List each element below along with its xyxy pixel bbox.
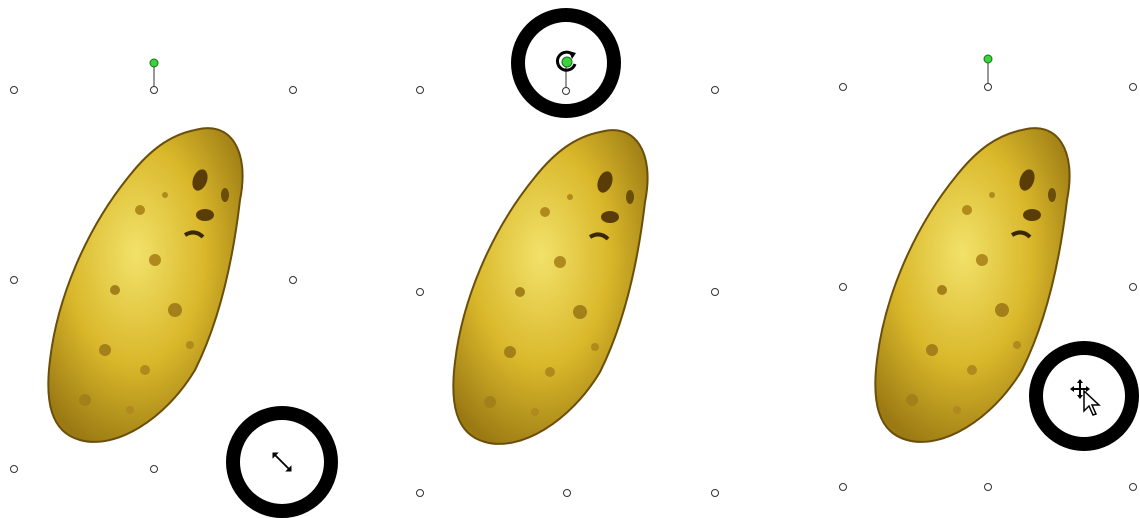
selection-handle-top-right[interactable]	[711, 86, 719, 94]
selection-handle-top[interactable]	[150, 86, 158, 94]
panel-resize	[0, 0, 380, 517]
rotation-stem	[154, 66, 155, 88]
potato-image[interactable]	[450, 122, 655, 452]
selection-handle-bottom-left[interactable]	[416, 489, 424, 497]
selection-handle-right[interactable]	[289, 276, 297, 284]
selection-handle-top-right[interactable]	[1129, 83, 1137, 91]
move-arrow-icon	[1068, 377, 1104, 417]
selection-handle-top-left[interactable]	[10, 86, 18, 94]
selection-handle-bottom[interactable]	[984, 483, 992, 491]
highlight-circle	[226, 406, 338, 518]
highlight-circle	[511, 8, 621, 118]
selection-handle-top-right[interactable]	[289, 86, 297, 94]
rotate-icon	[553, 48, 579, 74]
selection-handle-bottom[interactable]	[150, 465, 158, 473]
selection-handle-bottom-left[interactable]	[10, 465, 18, 473]
selection-handle-left[interactable]	[10, 276, 18, 284]
selection-handle-bottom-left[interactable]	[839, 483, 847, 491]
selection-handle-top[interactable]	[984, 83, 992, 91]
selection-handle-top[interactable]	[562, 87, 570, 95]
resize-diagonal-icon	[269, 449, 295, 475]
selection-handle-top-left[interactable]	[839, 83, 847, 91]
selection-handle-bottom-right[interactable]	[711, 489, 719, 497]
selection-handle-bottom[interactable]	[563, 489, 571, 497]
potato-image[interactable]	[45, 120, 250, 450]
rotation-stem	[988, 62, 989, 84]
selection-handle-right[interactable]	[711, 288, 719, 296]
selection-handle-top-left[interactable]	[416, 86, 424, 94]
highlight-circle	[1029, 341, 1139, 451]
selection-handle-right[interactable]	[1129, 283, 1137, 291]
rotation-handle[interactable]	[984, 55, 993, 64]
panel-move	[760, 0, 1140, 517]
selection-handle-bottom-right[interactable]	[1129, 483, 1137, 491]
panel-rotate	[380, 0, 760, 517]
selection-handle-left[interactable]	[839, 283, 847, 291]
rotation-handle[interactable]	[150, 59, 159, 68]
selection-handle-left[interactable]	[416, 288, 424, 296]
